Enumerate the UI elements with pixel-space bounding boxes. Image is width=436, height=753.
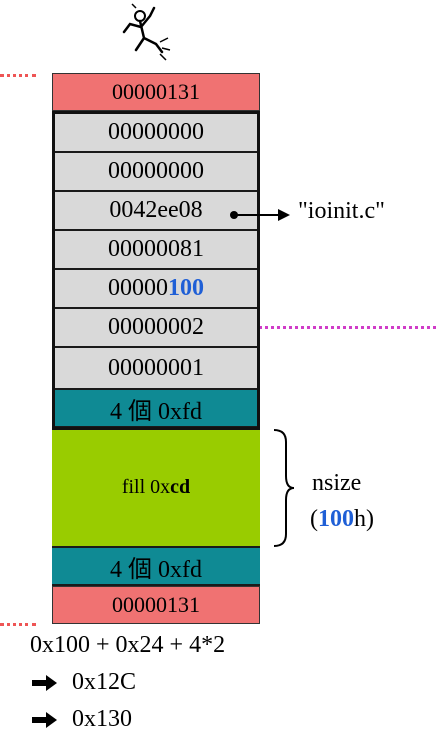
header-cell-2: 00000000 (52, 153, 260, 192)
no-mans-land-bottom-label: 4 個 0xfd (110, 556, 202, 583)
right-arrow-icon (32, 675, 57, 692)
right-arrow-icon (32, 712, 57, 729)
calc-line-1: 0x100 + 0x24 + 4*2 (30, 632, 226, 658)
header-cell-7: 00000001 (52, 348, 260, 388)
calc-line-2-value: 0x12C (72, 669, 137, 695)
bottom-canary-value: 00000131 (112, 592, 200, 617)
nsize-close: h) (354, 506, 374, 532)
mascot-figure-icon (122, 3, 171, 61)
header-cell-6-value: 00000002 (108, 314, 204, 340)
header-cell-7-value: 00000001 (108, 354, 204, 381)
top-canary-value: 00000131 (112, 79, 200, 104)
fill-bold: cd (170, 475, 191, 498)
nsize-brace (273, 429, 295, 547)
nsize-value: (100h) (310, 506, 374, 533)
bottom-canary-cell: 00000131 (52, 586, 260, 624)
header-cell-2-value: 00000000 (108, 158, 204, 184)
nsize-open: ( (310, 506, 318, 532)
fill-prefix: fill 0x (121, 475, 171, 498)
nsize-highlight: 100 (318, 506, 354, 532)
calc-line-2: 0x12C (30, 669, 136, 696)
no-mans-land-top: 4 個 0xfd (52, 388, 260, 428)
calc-line-3: 0x130 (30, 706, 132, 733)
top-guide-line (0, 74, 36, 77)
top-canary-cell: 00000131 (52, 73, 260, 111)
header-cell-4-value: 00000081 (108, 236, 204, 262)
size-cell-highlight: 100 (168, 275, 204, 301)
header-cell-3-value: 0042ee08 (109, 197, 203, 223)
filename-label: "ioinit.c" (298, 198, 385, 224)
header-cell-4: 00000081 (52, 231, 260, 270)
size-cell-prefix: 00000 (108, 275, 168, 301)
header-guide-line (236, 326, 436, 329)
calc-line-3-value: 0x130 (72, 706, 132, 732)
no-mans-land-bottom: 4 個 0xfd (52, 546, 260, 586)
pointer-arrow (230, 209, 290, 221)
header-cell-6: 00000002 (52, 309, 260, 348)
header-cell-1-value: 00000000 (108, 118, 204, 145)
no-mans-land-top-label: 4 個 0xfd (110, 398, 202, 425)
header-cell-3: 0042ee08 (52, 192, 260, 231)
nsize-label: nsize (312, 470, 362, 496)
header-cell-1: 00000000 (52, 113, 260, 153)
bottom-guide-line (0, 623, 36, 626)
